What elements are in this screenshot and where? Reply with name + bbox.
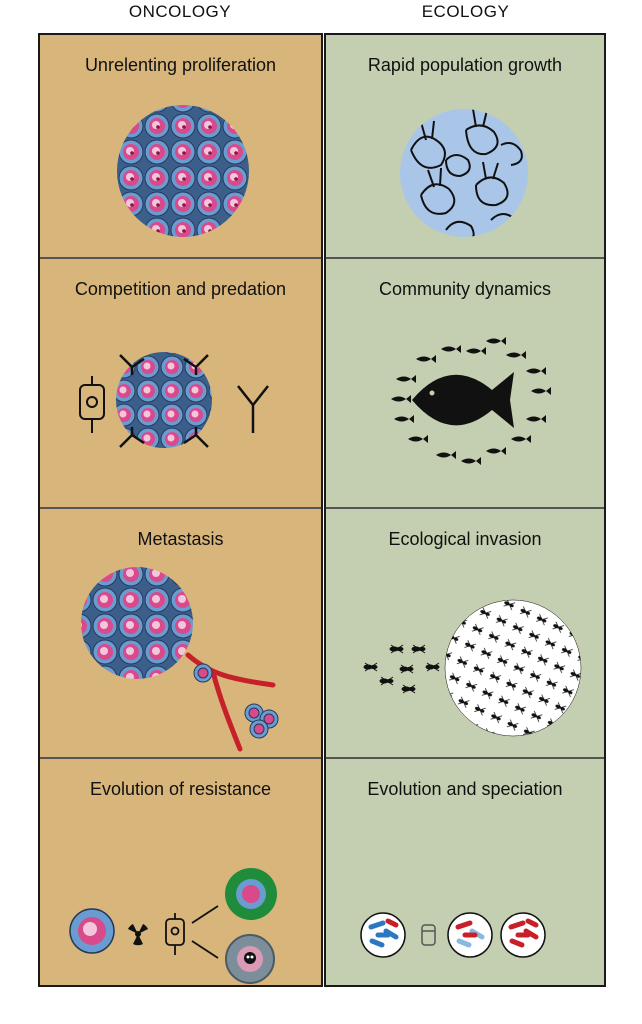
panel-community-dynamics: Community dynamics — [326, 257, 604, 509]
panel-title: Evolution of resistance — [89, 779, 272, 799]
panel-ecological-invasion: Ecological invasion — [326, 507, 604, 759]
tumor-with-antibodies-icon — [79, 352, 269, 448]
panel-title: Competition and predation — [74, 279, 287, 299]
ant-invasion-icon — [363, 599, 582, 737]
ecology-header: ECOLOGY — [421, 2, 510, 21]
panel-title: Metastasis — [137, 529, 224, 549]
big-fish-small-fish-icon — [391, 337, 551, 465]
panel-metastasis: Metastasis — [40, 507, 321, 759]
resistance-evolution-icon — [69, 868, 277, 984]
panel-evolution-and-speciation: Evolution and speciation — [326, 757, 604, 987]
panel-title: Unrelenting proliferation — [84, 55, 277, 75]
panel-title: Rapid population growth — [367, 55, 563, 75]
panel-title: Evolution and speciation — [367, 779, 563, 799]
small-fish-icon — [391, 337, 551, 465]
panel-competition-and-predation: Competition and predation — [40, 257, 321, 509]
bacteria-selection-icon — [360, 912, 546, 958]
panel-evolution-of-resistance: Evolution of resistance — [40, 757, 321, 987]
panel-unrelenting-proliferation: Unrelenting proliferation — [40, 35, 321, 257]
panel-title: Community dynamics — [378, 279, 552, 299]
oncology-column: Unrelenting proliferation Competition an… — [38, 33, 323, 987]
rabbit-population-icon — [400, 109, 528, 237]
metastasis-icon — [81, 567, 279, 752]
oncology-header: ONCOLOGY — [128, 2, 232, 21]
ecology-column: Rapid population growth Community dynami… — [324, 33, 606, 987]
tumor-cell-cluster-icon — [117, 105, 249, 237]
panel-rapid-population-growth: Rapid population growth — [326, 35, 604, 257]
panel-title: Ecological invasion — [388, 529, 542, 549]
